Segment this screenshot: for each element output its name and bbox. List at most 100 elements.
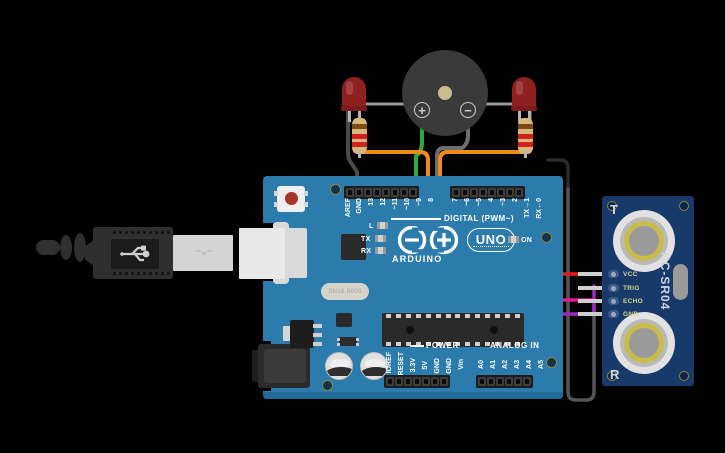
mcu-pins-bottom	[386, 342, 520, 346]
pin-gnd-power-1[interactable]	[422, 377, 430, 386]
pin-label-vin: Vin	[458, 359, 465, 370]
sensor-pin-trig[interactable]: TRIG	[608, 284, 640, 292]
pin-label-5v: 5V	[422, 361, 429, 370]
usb-type-b-plug[interactable]	[239, 228, 285, 279]
led-right[interactable]	[512, 77, 536, 111]
pin-aref[interactable]	[346, 188, 354, 197]
pin-5[interactable]	[470, 188, 478, 197]
sensor-pad-echo[interactable]	[608, 297, 619, 305]
power-section-label: POWER	[426, 341, 459, 350]
sensor-receiver-label: R	[610, 367, 620, 382]
pin-7[interactable]	[452, 188, 460, 197]
pin-4[interactable]	[479, 188, 487, 197]
pin-label-3v3: 3.3V	[410, 358, 417, 373]
pin-a3[interactable]	[505, 377, 513, 386]
resistor-left-leg	[358, 150, 361, 158]
pin-10[interactable]	[391, 188, 399, 197]
usb-cable-ring-1	[60, 235, 72, 260]
hc-sr04-sensor[interactable]: T R HC-SR04 VCC TRIG ECHO GND	[602, 196, 694, 386]
pin-a2[interactable]	[496, 377, 504, 386]
pin-13[interactable]	[364, 188, 372, 197]
indicator-led-rx	[375, 247, 386, 254]
pin-label-9: ~9	[416, 198, 423, 206]
digital-section-rule	[391, 218, 441, 220]
smd-chip	[336, 313, 352, 327]
resistor-left[interactable]	[352, 118, 367, 154]
usb-interface-chip	[341, 234, 366, 260]
pin-6[interactable]	[461, 188, 469, 197]
pin-label-ioref: IOREF	[386, 352, 393, 374]
arduino-infinity-logo	[397, 226, 459, 255]
pin-8[interactable]	[409, 188, 417, 197]
digital-section-label: DIGITAL (PWM~)	[444, 214, 515, 223]
pin-tx1[interactable]	[506, 188, 514, 197]
pin-a0[interactable]	[478, 377, 486, 386]
sensor-pin-echo[interactable]: ECHO	[608, 297, 643, 305]
pin-label-a2: A2	[502, 360, 509, 369]
analog-header[interactable]	[476, 375, 533, 388]
power-header[interactable]	[384, 375, 450, 388]
reset-button-cap[interactable]	[285, 192, 298, 205]
pin-gnd-digital[interactable]	[355, 188, 363, 197]
resistor-left-band-2	[352, 134, 367, 139]
pin-12[interactable]	[373, 188, 381, 197]
reset-button-tab-right-bottom	[304, 202, 308, 207]
sensor-pad-vcc[interactable]	[608, 270, 619, 278]
reset-button-tab-left-top	[274, 191, 278, 196]
pin-label-gnd-2: GND	[446, 358, 453, 374]
pin-reset[interactable]	[395, 377, 403, 386]
pin-label-rx0: RX←0	[536, 198, 543, 219]
led-right-flange	[511, 106, 537, 111]
usb-cable-ring-2	[74, 233, 86, 262]
led-left-flange	[341, 106, 367, 111]
indicator-label-l: L	[369, 223, 374, 230]
smd-chip-leg-2	[337, 343, 340, 346]
resistor-right[interactable]	[518, 118, 533, 154]
led-left[interactable]	[342, 77, 366, 111]
pin-5v[interactable]	[413, 377, 421, 386]
voltage-regulator-tab	[283, 326, 292, 341]
mounting-hole-bottom-right	[546, 357, 557, 368]
sensor-pad-gnd[interactable]	[608, 310, 619, 318]
pin-2[interactable]	[497, 188, 505, 197]
pin-ioref[interactable]	[386, 377, 394, 386]
digital-header-left[interactable]	[344, 186, 419, 199]
sensor-pin-vcc[interactable]: VCC	[608, 270, 638, 278]
pin-label-8: 8	[428, 198, 435, 202]
pin-11[interactable]	[382, 188, 390, 197]
sensor-pin-gnd[interactable]: GND	[608, 310, 638, 318]
pin-3[interactable]	[488, 188, 496, 197]
sensor-pin-label-trig: TRIG	[623, 284, 640, 292]
usb-plug-dots-bottom	[113, 272, 170, 275]
pin-9[interactable]	[400, 188, 408, 197]
pin-label-10: ~10	[404, 198, 411, 210]
pin-label-a0: A0	[478, 360, 485, 369]
regulator-leg-2	[313, 333, 322, 337]
pin-rx0[interactable]	[515, 188, 523, 197]
resistor-right-band-2	[518, 134, 533, 139]
pin-gnd-power-2[interactable]	[431, 377, 439, 386]
pin-vin[interactable]	[440, 377, 448, 386]
arduino-uno-board[interactable]	[263, 176, 563, 399]
pin-label-13: 13	[368, 198, 375, 206]
sensor-pad-trig[interactable]	[608, 284, 619, 292]
usb-trident-icon	[120, 245, 150, 262]
digital-header-right[interactable]	[450, 186, 525, 199]
wire-sensor-gnd-to-gnd	[566, 184, 596, 402]
indicator-led-on	[508, 236, 519, 243]
resistor-right-leg	[524, 150, 527, 158]
indicator-label-tx: TX	[361, 236, 371, 243]
pin-a4[interactable]	[514, 377, 522, 386]
pin-a1[interactable]	[487, 377, 495, 386]
uno-badge-dotted-rule	[473, 246, 509, 247]
buzzer-positive-terminal-label: +	[414, 102, 430, 118]
pin-a5[interactable]	[523, 377, 531, 386]
analog-section-label: ANALOG IN	[490, 341, 540, 350]
buzzer-negative-terminal-label: −	[460, 102, 476, 118]
barrel-power-jack-inner	[264, 349, 306, 383]
pin-3v3[interactable]	[404, 377, 412, 386]
pin-label-7: 7	[452, 198, 459, 202]
mcu-dot-left	[406, 326, 414, 334]
pin-label-11: ~11	[392, 198, 399, 210]
